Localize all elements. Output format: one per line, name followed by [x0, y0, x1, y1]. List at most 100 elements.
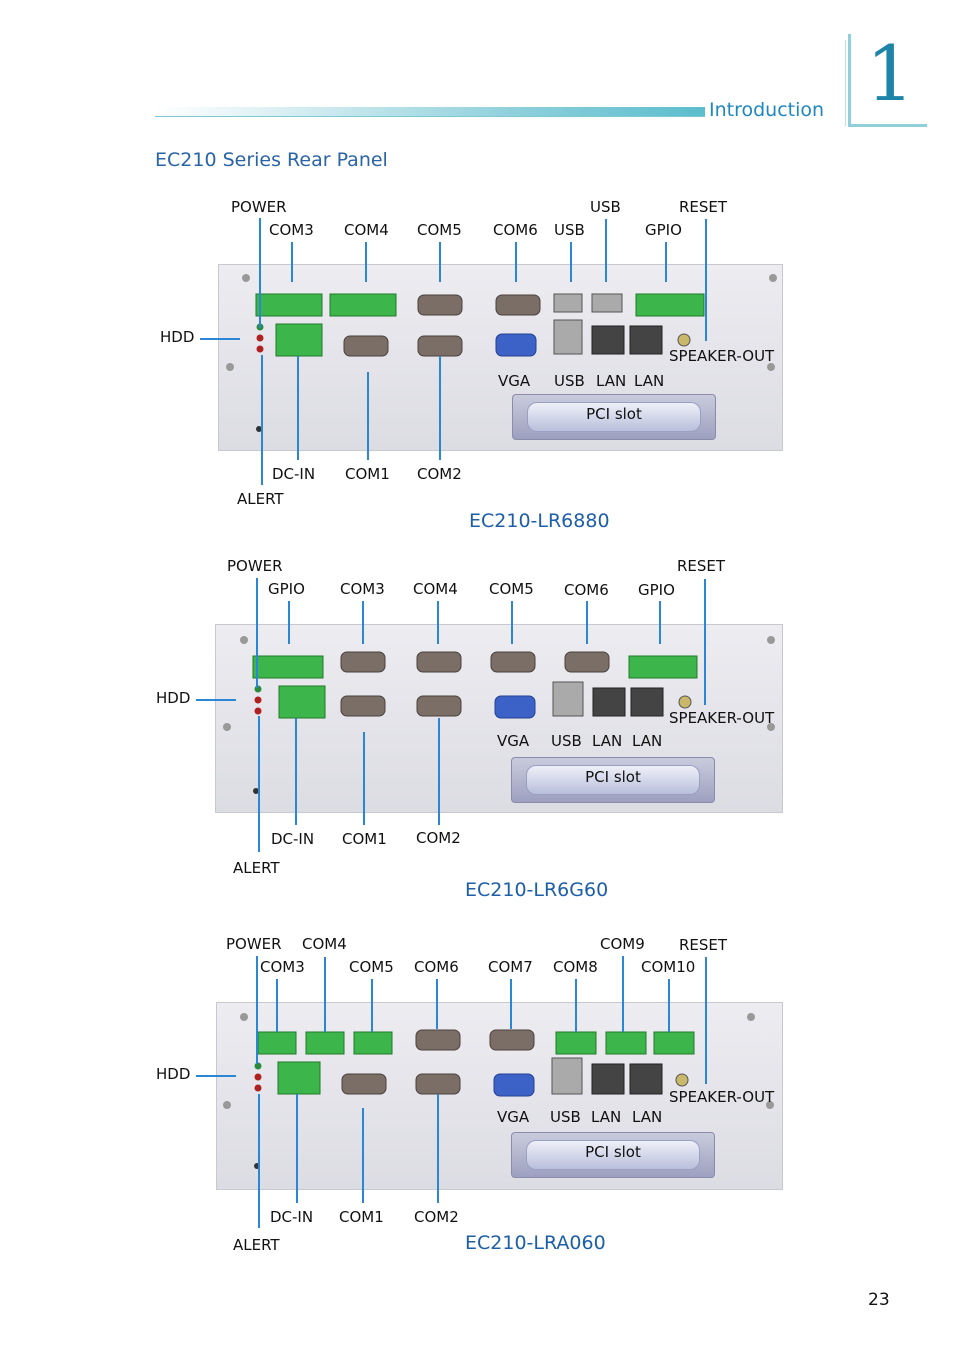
hdd-led — [256, 334, 264, 342]
leader-line — [256, 578, 258, 688]
dcin-connector — [278, 685, 326, 719]
label-dc-in: DC-IN — [271, 830, 315, 848]
com3-terminal — [257, 1031, 297, 1055]
leader-line — [256, 956, 258, 1064]
label-alert: ALERT — [233, 859, 280, 877]
leader-line — [668, 979, 670, 1032]
label-lan: LAN — [592, 732, 623, 750]
label-com3: COM3 — [260, 958, 305, 976]
pci-slot: PCI slot — [511, 1132, 715, 1178]
label-com5: COM5 — [417, 221, 462, 239]
com6-dsub — [495, 294, 541, 316]
com9-terminal — [605, 1031, 647, 1055]
usb-stack — [552, 681, 584, 717]
page-number: 23 — [868, 1290, 890, 1310]
leader-line — [296, 1094, 298, 1203]
label-vga: VGA — [498, 372, 531, 390]
label-usb: USB — [554, 372, 585, 390]
lan-port — [630, 687, 664, 717]
label-vga: VGA — [497, 1108, 530, 1126]
leader-line — [511, 601, 513, 644]
leader-line — [362, 601, 364, 644]
leader-line — [261, 355, 263, 485]
leader-line — [605, 219, 607, 282]
label-gpio: GPIO — [638, 581, 675, 599]
com5-dsub — [490, 651, 536, 673]
chapter-frame — [848, 34, 927, 127]
leader-line — [196, 699, 236, 701]
alert-led — [256, 345, 264, 353]
label-lan: LAN — [596, 372, 627, 390]
leader-line — [200, 338, 240, 340]
label-com9: COM9 — [600, 935, 645, 953]
label-usb: USB — [550, 1108, 581, 1126]
leader-line — [659, 601, 661, 644]
usb-port — [591, 293, 623, 313]
leader-line — [297, 356, 299, 460]
label-com4: COM4 — [302, 935, 347, 953]
usb-stack — [551, 1057, 583, 1095]
com4-terminal — [329, 293, 397, 317]
leader-line — [586, 601, 588, 644]
leader-line — [439, 356, 441, 460]
pwr-led — [254, 1062, 262, 1070]
label-gpio: GPIO — [268, 580, 305, 598]
vga-dsub — [495, 333, 537, 357]
label-alert: ALERT — [237, 490, 284, 508]
label-lan: LAN — [632, 732, 663, 750]
label-com6: COM6 — [493, 221, 538, 239]
label-com5: COM5 — [349, 958, 394, 976]
hdd-led — [254, 1073, 262, 1081]
leader-line — [362, 1108, 364, 1203]
header-rule — [155, 116, 705, 117]
speaker-jack — [677, 333, 691, 347]
label-com1: COM1 — [342, 830, 387, 848]
leader-line — [704, 579, 706, 705]
label-lan: LAN — [591, 1108, 622, 1126]
leader-line — [439, 242, 441, 282]
label-com3: COM3 — [340, 580, 385, 598]
label-reset: RESET — [679, 936, 728, 954]
dcin-connector — [275, 323, 323, 357]
com2-dsub — [415, 1073, 461, 1095]
label-power: POWER — [227, 557, 283, 575]
label-com7: COM7 — [488, 958, 533, 976]
leader-line — [363, 732, 365, 825]
usb-port — [553, 293, 583, 313]
label-usb: USB — [551, 732, 582, 750]
dcin-connector — [277, 1061, 321, 1095]
leader-line — [196, 1075, 236, 1077]
leader-line — [258, 716, 260, 852]
com3-terminal — [255, 293, 323, 317]
label-usb-top: USB — [590, 198, 621, 216]
com1-dsub — [343, 335, 389, 357]
label-com2: COM2 — [416, 829, 461, 847]
com6-dsub — [415, 1029, 461, 1051]
chapter-frame-line — [845, 40, 846, 126]
leader-line — [570, 242, 572, 282]
lan-port — [591, 1063, 625, 1095]
label-com6: COM6 — [564, 581, 609, 599]
vga-dsub — [493, 1073, 535, 1097]
leader-line — [259, 218, 261, 328]
label-com6: COM6 — [414, 958, 459, 976]
leader-line — [437, 601, 439, 644]
vga-dsub — [494, 695, 536, 719]
label-speaker-out: SPEAKER-OUT — [669, 1088, 775, 1106]
label-lan: LAN — [634, 372, 665, 390]
pci-slot: PCI slot — [512, 394, 716, 440]
leader-line — [295, 718, 297, 825]
label-lan: LAN — [632, 1108, 663, 1126]
com10-terminal — [653, 1031, 695, 1055]
panel-ports-svg — [223, 1013, 774, 1169]
gpio-terminal — [252, 655, 324, 679]
com1-dsub — [341, 1073, 387, 1095]
panel-ports-svg — [223, 636, 775, 794]
leader-line — [365, 242, 367, 282]
section-name: Introduction — [709, 99, 825, 121]
leader-line — [438, 718, 440, 825]
lan-port — [592, 687, 626, 717]
com8-terminal — [555, 1031, 597, 1055]
label-com4: COM4 — [413, 580, 458, 598]
leader-line — [436, 979, 438, 1029]
